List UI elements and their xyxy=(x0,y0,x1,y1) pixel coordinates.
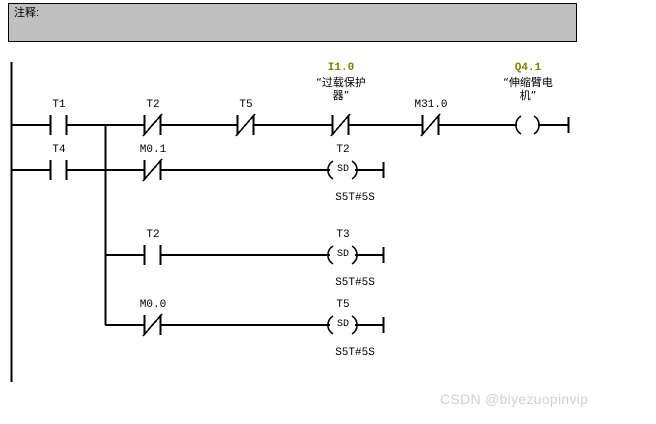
coil-t5-right-arc xyxy=(351,315,358,335)
coil-t3-left-arc xyxy=(327,245,334,265)
operand-label-t5-rung1: T5 xyxy=(239,99,253,111)
operand-label-t1: T1 xyxy=(52,99,66,111)
coil-mode-t2: SD xyxy=(336,164,349,175)
network-comment-box[interactable]: 注释: xyxy=(8,3,577,42)
coil-t2-left-arc xyxy=(327,160,334,180)
operand-label-i1-0: I1.0 xyxy=(327,62,355,74)
coil-t3-right-arc xyxy=(351,245,358,265)
operand-label-t5-coil: T5 xyxy=(336,299,350,311)
contact-t5-r1-slash xyxy=(235,113,256,137)
contact-i1-0-slash xyxy=(330,113,351,137)
contact-m31-0-slash xyxy=(420,113,441,137)
operand-label-t2-rung1: T2 xyxy=(146,99,160,111)
timer-preset-t2: S5T#5S xyxy=(335,192,375,204)
contact-m0-0-slash xyxy=(142,313,163,337)
symbol-label-q4-1-line2: 机” xyxy=(519,89,537,102)
coil-mode-t3: SD xyxy=(336,249,349,260)
coil-mode-t5: SD xyxy=(336,319,349,330)
operand-label-t2-rung4: T2 xyxy=(146,229,160,241)
operand-label-t4: T4 xyxy=(52,144,66,156)
coil-t2-right-arc xyxy=(351,160,358,180)
symbol-label-i1-0-line2: 器” xyxy=(332,89,350,102)
contact-t2-r1-slash xyxy=(142,113,163,137)
symbol-label-i1-0-line1: “过载保护 xyxy=(316,76,366,89)
coil-q4-1-right-arc xyxy=(533,115,540,135)
operand-label-t3-coil: T3 xyxy=(336,229,350,241)
timer-preset-t3: S5T#5S xyxy=(335,277,375,289)
symbol-label-q4-1-line1: “伸缩臂电 xyxy=(503,76,553,89)
operand-label-m0-1: M0.1 xyxy=(139,144,167,156)
coil-t5-left-arc xyxy=(327,315,334,335)
operand-label-q4-1: Q4.1 xyxy=(514,62,542,74)
watermark: CSDN @biyezuopinvip xyxy=(440,391,589,407)
operand-label-m31-0: M31.0 xyxy=(414,99,448,111)
timer-preset-t5: S5T#5S xyxy=(335,347,375,359)
contact-m0-1-slash xyxy=(142,158,163,182)
operand-label-t2-coil: T2 xyxy=(336,144,350,156)
comment-label: 注释: xyxy=(14,7,40,19)
operand-label-m0-0: M0.0 xyxy=(139,299,167,311)
coil-q4-1-left-arc xyxy=(515,115,522,135)
